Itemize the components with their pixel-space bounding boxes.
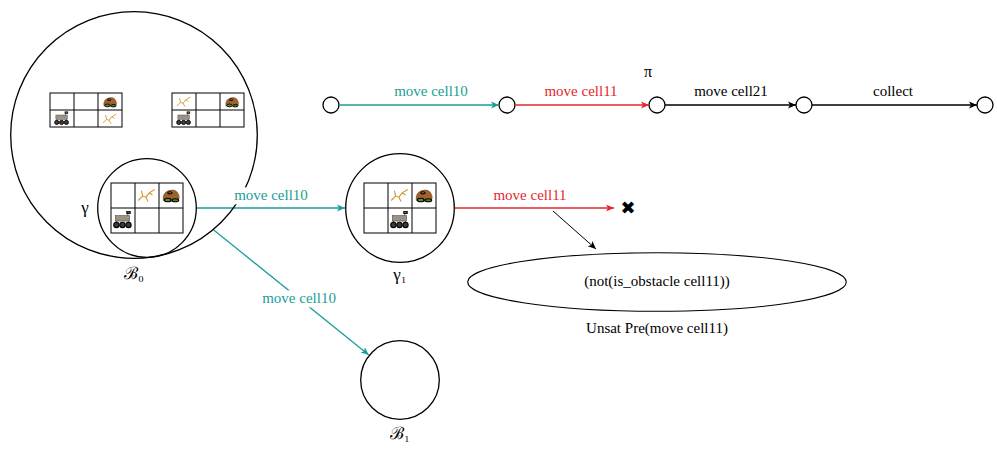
rock-icon	[416, 190, 432, 202]
grid-frame	[172, 93, 244, 127]
plan-state	[499, 97, 515, 113]
plan-state	[323, 97, 339, 113]
circle-outline	[361, 341, 440, 420]
edge-label: move cell10	[232, 187, 310, 204]
node-label: (not(is_obstacle cell11))	[584, 273, 730, 290]
plan-chain	[323, 97, 993, 113]
plan-step	[339, 104, 499, 105]
plan-step	[515, 104, 649, 105]
failed-action-arrow	[455, 207, 614, 208]
rover-icon	[391, 211, 408, 227]
node-label: γ	[81, 198, 89, 218]
grid-lines	[364, 183, 436, 233]
precondition-ellipse: (not(is_obstacle cell11))Unsat Pre(move …	[467, 252, 847, 312]
grid-lines	[172, 93, 244, 127]
grid-frame	[50, 93, 122, 127]
node-outline	[345, 153, 455, 263]
grid-world	[50, 93, 122, 127]
grid-world	[364, 183, 436, 233]
state-circle: γ₁	[345, 153, 455, 263]
belief-circle: ℬ₀γ	[10, 11, 258, 259]
action-label: collect	[873, 83, 913, 100]
grid-lines	[111, 183, 183, 233]
crack-icon	[177, 97, 190, 107]
rover-icon	[55, 112, 69, 125]
grid-world	[172, 93, 244, 127]
node-label: ℬ₀	[124, 264, 144, 284]
plan-state	[977, 97, 993, 113]
plan-state	[796, 97, 812, 113]
grid-lines	[50, 93, 122, 127]
node-outline	[360, 340, 440, 420]
circle-outline	[98, 159, 197, 258]
plan-state	[649, 97, 665, 113]
rock-icon	[226, 98, 239, 107]
grid-frame	[111, 183, 183, 233]
node-label: ℬ₁	[390, 424, 410, 444]
rover-icon	[177, 112, 191, 125]
failure-cross: ✖	[620, 198, 635, 219]
circle-outline	[11, 12, 258, 259]
node-outline	[10, 11, 258, 259]
crack-icon	[391, 190, 408, 202]
leader-line	[553, 211, 596, 249]
node-caption: Unsat Pre(move cell11)	[586, 320, 728, 337]
ellipse-outline	[468, 253, 847, 312]
edge-label: move cell10	[260, 290, 338, 307]
rock-icon	[163, 190, 179, 202]
action-label: move cell21	[694, 83, 768, 100]
transition-arrow	[197, 207, 345, 208]
grid-world	[111, 183, 183, 233]
transition-arrow	[214, 230, 369, 355]
rock-icon	[104, 98, 117, 107]
action-label: move cell10	[394, 83, 468, 100]
crack-icon	[138, 190, 155, 202]
node-outline	[97, 158, 197, 258]
grid-frame	[364, 183, 436, 233]
action-label: move cell11	[544, 83, 617, 100]
state-circle: γ	[97, 158, 197, 258]
crack-icon	[103, 114, 116, 124]
rover-icon	[114, 211, 131, 227]
belief-circle: ℬ₁	[360, 340, 440, 420]
action-label: move cell11	[493, 187, 566, 204]
plan-step	[665, 104, 796, 105]
circle-outline	[346, 154, 455, 263]
plan-symbol: π	[644, 63, 652, 81]
plan-step	[812, 104, 977, 105]
node-label: γ₁	[393, 265, 406, 285]
